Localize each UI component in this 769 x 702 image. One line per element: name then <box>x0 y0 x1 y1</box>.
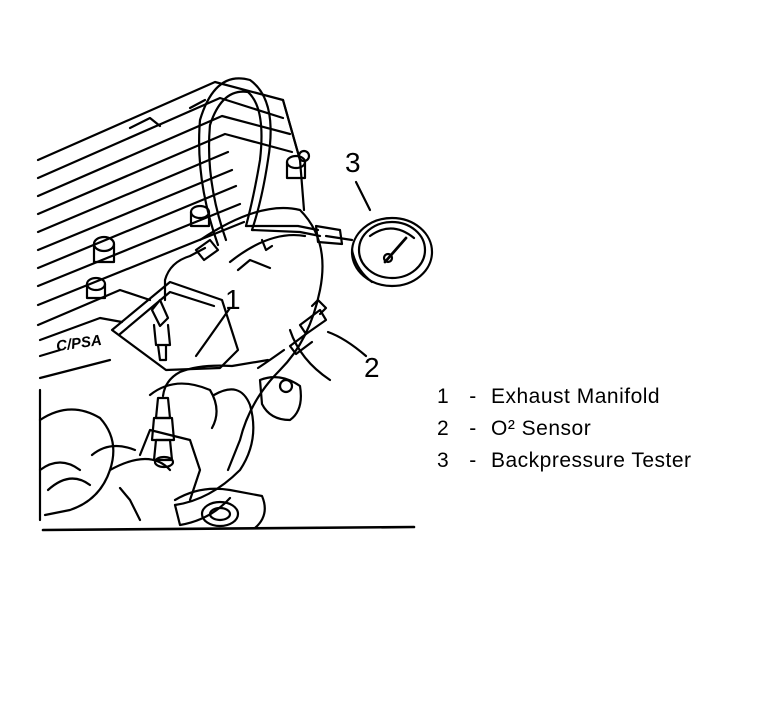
legend-number: 1 <box>437 385 450 408</box>
exhaust-manifold <box>110 206 332 530</box>
legend-label: Backpressure Tester <box>491 449 692 472</box>
legend-number: 2 <box>437 417 450 440</box>
legend-item: 2-O² Sensor <box>437 413 692 445</box>
head-bolts <box>85 149 311 300</box>
callout-number-3: 3 <box>345 147 361 178</box>
ground-line <box>41 525 416 532</box>
legend-item: 3-Backpressure Tester <box>437 445 692 477</box>
backpressure-gauge <box>350 216 434 288</box>
legend-separator: - <box>469 417 477 440</box>
tester-hose <box>198 77 354 252</box>
legend-item: 1-Exhaust Manifold <box>437 381 692 413</box>
test-fittings <box>150 238 270 469</box>
intake-lower-casting <box>38 382 218 517</box>
legend-label: O² Sensor <box>491 417 592 440</box>
callout-number-1: 1 <box>225 284 241 315</box>
leader-line-2 <box>326 330 368 358</box>
leader-line-1 <box>194 306 232 358</box>
legend-separator: - <box>469 385 477 408</box>
legend-number: 3 <box>437 449 450 472</box>
leader-lines <box>194 180 372 358</box>
callout-number-2: 2 <box>364 352 380 383</box>
legend: 1-Exhaust Manifold 2-O² Sensor 3-Backpre… <box>437 381 692 477</box>
legend-separator: - <box>469 449 477 472</box>
leader-line-3 <box>354 180 372 212</box>
legend-label: Exhaust Manifold <box>491 385 661 408</box>
oxygen-sensor <box>256 298 328 370</box>
